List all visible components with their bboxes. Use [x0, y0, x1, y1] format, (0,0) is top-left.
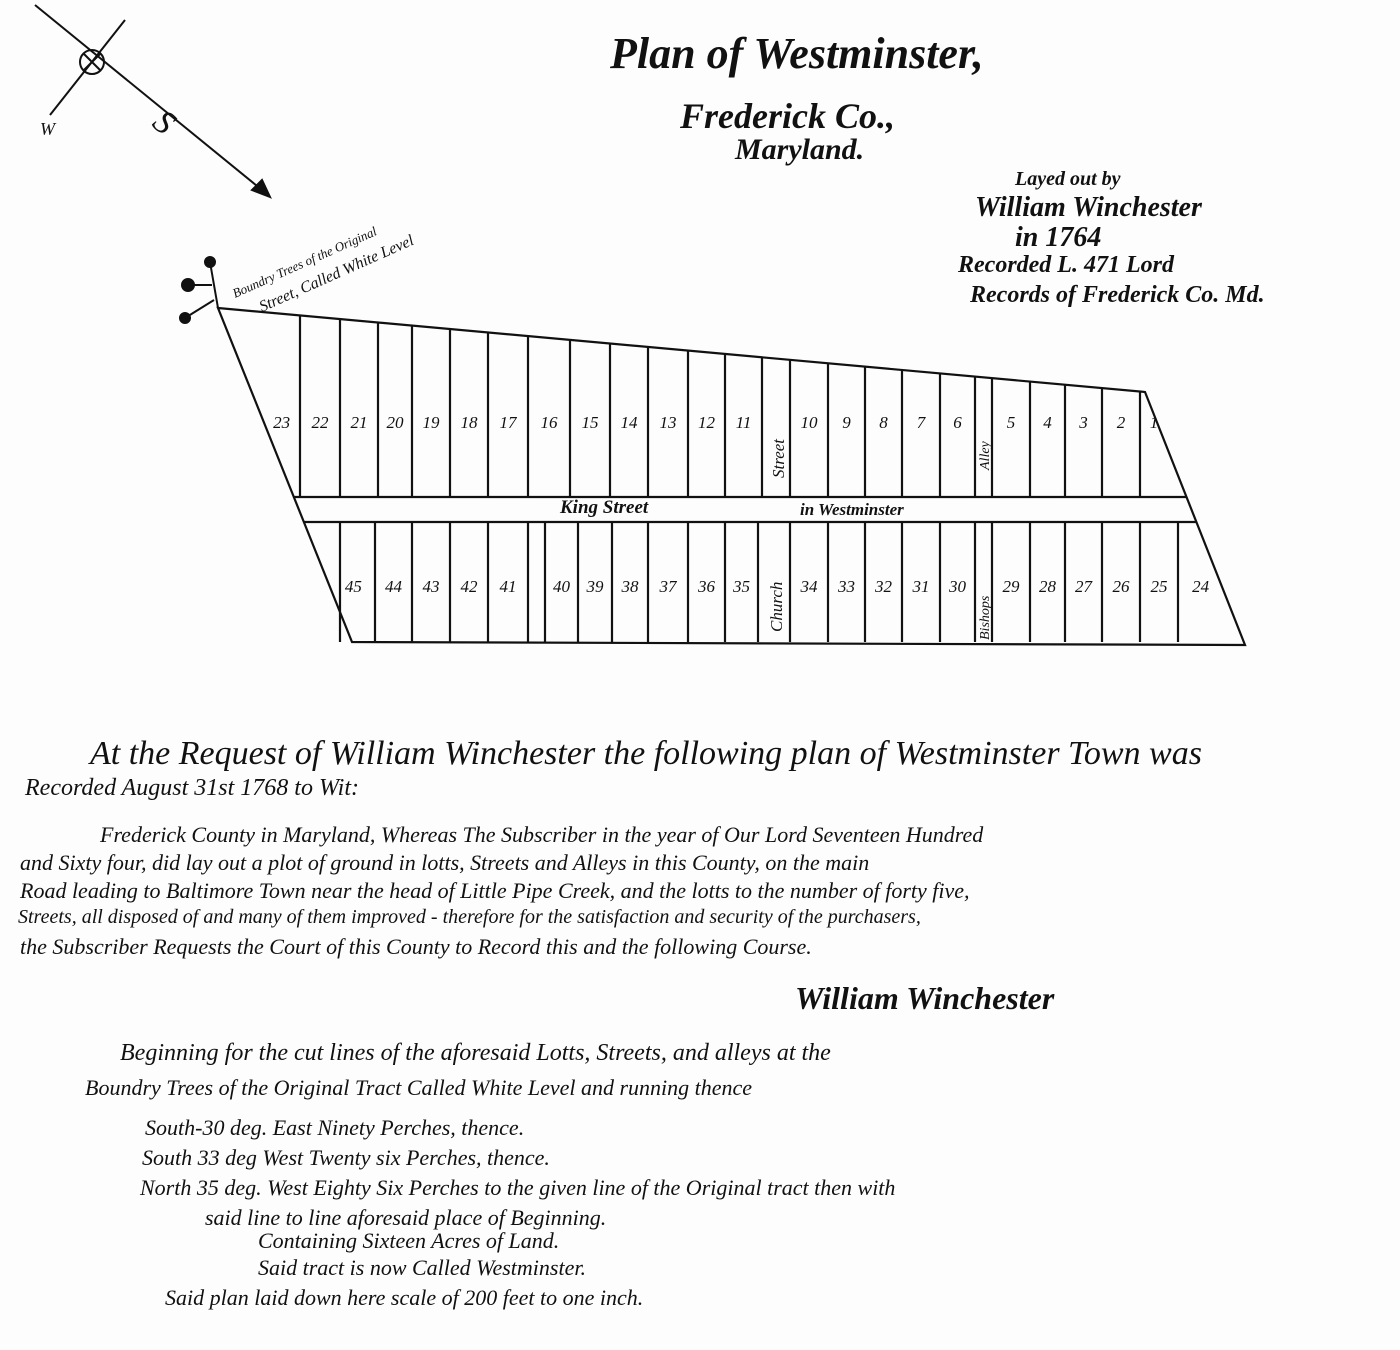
- lot-number: 37: [659, 577, 679, 596]
- plat-map: W S Boundry Trees of the Original Street…: [34, 4, 1247, 647]
- scale-note: Said plan laid down here scale of 200 fe…: [165, 1285, 644, 1310]
- surveyor-name: William Winchester: [975, 192, 1202, 223]
- lot-number: 24: [1192, 577, 1210, 596]
- lot-number: 32: [874, 577, 893, 596]
- lot-number: 7: [917, 413, 927, 432]
- tract-name: Said tract is now Called Westminster.: [258, 1255, 586, 1280]
- course-1: South-30 deg. East Ninety Perches, thenc…: [145, 1115, 525, 1140]
- lot-number: 12: [698, 413, 716, 432]
- lot-number: 23: [273, 413, 290, 432]
- signature: William Winchester: [795, 980, 1055, 1016]
- course-4: said line to line aforesaid place of Beg…: [205, 1205, 607, 1230]
- lot-number: 21: [351, 413, 368, 432]
- lot-number: 33: [837, 577, 855, 596]
- tract-boundary: [216, 306, 1247, 647]
- paragraph-line-1: Frederick County in Maryland, Whereas Th…: [100, 822, 984, 847]
- lot-number: 14: [621, 413, 639, 432]
- course-3: North 35 deg. West Eighty Six Perches to…: [140, 1175, 896, 1200]
- lot-number: 19: [423, 413, 441, 432]
- lot-number: 16: [541, 413, 559, 432]
- survey-year: in 1764: [1015, 222, 1102, 253]
- lot-number: 20: [387, 413, 405, 432]
- lot-number: 41: [500, 577, 517, 596]
- compass-rose: [34, 4, 272, 199]
- lot-number: 17: [500, 413, 519, 432]
- request-line-2: Recorded August 31st 1768 to Wit:: [25, 775, 359, 801]
- lot-number: 42: [461, 577, 479, 596]
- bishops-alley-label: Bishops: [978, 595, 993, 640]
- lot-number: 31: [912, 577, 930, 596]
- plan-title: Plan of Westminster,: [610, 29, 984, 78]
- request-line-1: At the Request of William Winchester the…: [90, 735, 1202, 772]
- paragraph-line-2: and Sixty four, did lay out a plot of gr…: [20, 850, 870, 875]
- lot-number: 3: [1078, 413, 1088, 432]
- street-label: Street: [769, 438, 788, 478]
- lot-number: 35: [732, 577, 750, 596]
- compass-south: S: [146, 103, 183, 142]
- lot-number: 39: [586, 577, 605, 596]
- in-westminster-label: in Westminster: [800, 500, 904, 519]
- paragraph-line-5: the Subscriber Requests the Court of thi…: [20, 934, 812, 959]
- king-street-label: King Street: [559, 497, 649, 518]
- lot-number: 18: [461, 413, 479, 432]
- lot-number: 25: [1151, 577, 1168, 596]
- lot-number: 27: [1075, 577, 1094, 596]
- lot-number: 44: [385, 577, 403, 596]
- lot-number: 45: [345, 577, 362, 596]
- lot-number: 40: [553, 577, 571, 596]
- records-location: Records of Frederick Co. Md.: [970, 282, 1265, 308]
- lot-number: 28: [1039, 577, 1057, 596]
- compass-west: W: [40, 119, 57, 139]
- lot-number: 43: [423, 577, 440, 596]
- lot-number: 38: [621, 577, 640, 596]
- lot-number: 13: [660, 413, 677, 432]
- church-street-label: Church: [767, 582, 786, 632]
- lot-number: 30: [948, 577, 967, 596]
- lot-number: 11: [736, 413, 752, 432]
- paragraph-line-3: Road leading to Baltimore Town near the …: [20, 878, 970, 903]
- alley-label: Alley: [978, 440, 993, 471]
- lot-number: 2: [1117, 413, 1126, 432]
- lot-number: 26: [1113, 577, 1131, 596]
- lot-number: 22: [312, 413, 330, 432]
- county-title: Frederick Co.,: [680, 96, 895, 136]
- lot-number: 9: [842, 413, 851, 432]
- lot-number: 15: [582, 413, 599, 432]
- paragraph-line-4: Streets, all disposed of and many of the…: [18, 906, 921, 928]
- lot-number: 5: [1007, 413, 1016, 432]
- lot-number: 29: [1003, 577, 1021, 596]
- course-2: South 33 deg West Twenty six Perches, th…: [142, 1145, 550, 1170]
- beginning-line-1: Beginning for the cut lines of the afore…: [120, 1040, 831, 1066]
- lot-number: 8: [879, 413, 888, 432]
- lot-number: 6: [953, 413, 962, 432]
- state-title: Maryland.: [735, 133, 865, 166]
- containing-acres: Containing Sixteen Acres of Land.: [258, 1228, 560, 1253]
- lot-number: 34: [800, 577, 819, 596]
- lot-number: 10: [801, 413, 819, 432]
- lot-number: 36: [697, 577, 716, 596]
- beginning-line-2: Boundry Trees of the Original Tract Call…: [85, 1075, 753, 1100]
- lot-number: 1: [1150, 413, 1159, 432]
- lot-number: 4: [1043, 413, 1052, 432]
- laid-out-by: Layed out by: [1015, 168, 1121, 190]
- recorded-liber: Recorded L. 471 Lord: [958, 252, 1174, 278]
- boundary-tree-icon: [179, 256, 219, 324]
